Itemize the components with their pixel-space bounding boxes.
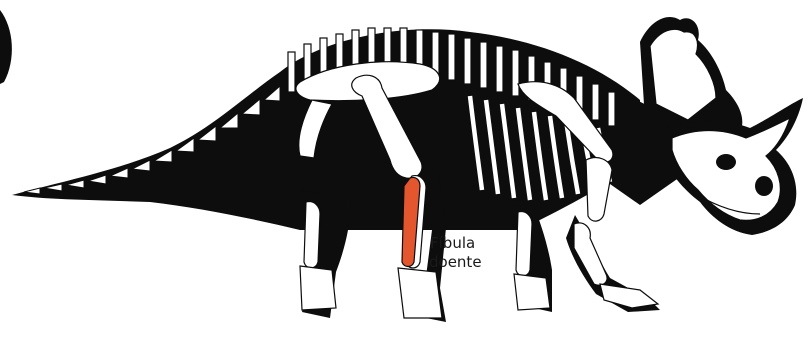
skull-bone — [672, 118, 790, 220]
manus-rear — [514, 274, 550, 310]
manus-front — [600, 284, 658, 308]
radius-rear — [516, 212, 532, 276]
fibula-label-line1: Fíbula — [430, 234, 475, 252]
radius-front — [574, 223, 607, 285]
humerus — [586, 158, 612, 221]
frill-bone — [650, 29, 716, 120]
foot-rear — [300, 266, 336, 310]
fibula-label-line2: doente — [429, 253, 482, 271]
foot-front — [398, 268, 442, 318]
left-edge-fragment — [0, 10, 12, 84]
tibia-rear — [304, 202, 320, 268]
eye-socket — [716, 154, 736, 170]
nasal-opening — [755, 176, 773, 196]
